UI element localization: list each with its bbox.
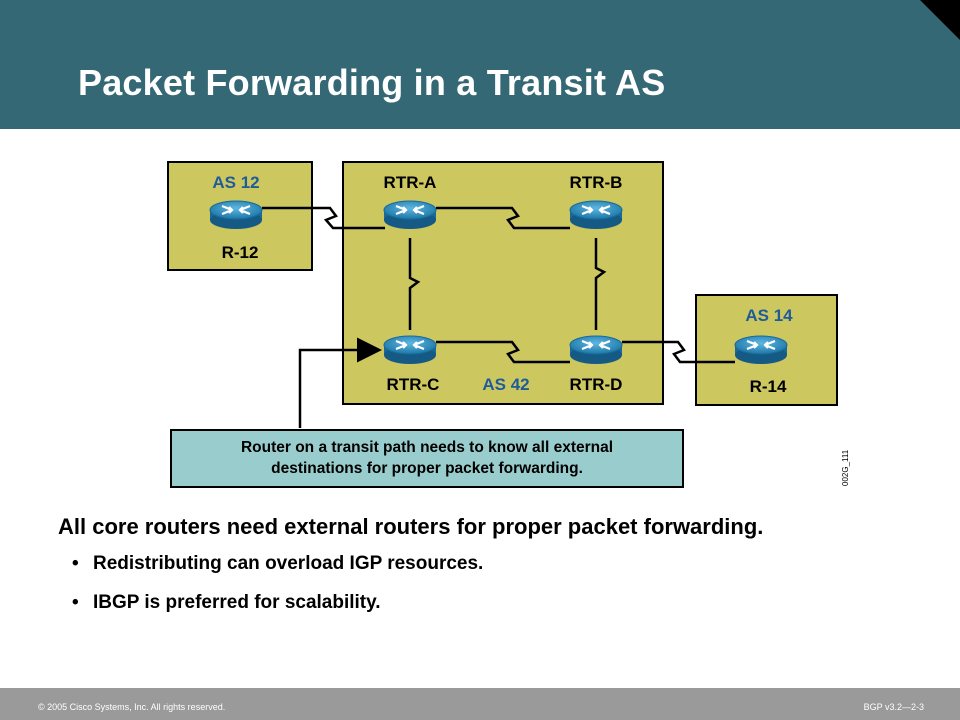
course-code: BGP v3.2—2-3 — [863, 702, 924, 712]
link-rtra-rtrb — [436, 206, 570, 230]
router-icon — [382, 334, 438, 366]
callout-line-1: Router on a transit path needs to know a… — [241, 439, 613, 456]
as12-box — [167, 161, 313, 271]
router-icon — [208, 199, 264, 231]
link-r12-rtra — [262, 206, 385, 230]
bullet-dot: • — [72, 553, 79, 574]
corner-decoration — [920, 0, 960, 40]
r14-label: R-14 — [750, 377, 787, 396]
title-bar: Packet Forwarding in a Transit AS — [0, 0, 960, 129]
bullet-dot: • — [72, 592, 79, 613]
router-icon — [568, 199, 624, 231]
router-icon — [568, 334, 624, 366]
link-rtra-rtrc — [408, 238, 421, 330]
as12-label: AS 12 — [212, 173, 259, 192]
router-icon — [733, 334, 789, 366]
link-rtrc-rtrd — [436, 340, 570, 364]
network-diagram: AS 12 R-12 RTR-A RTR-B RTR-C AS 42 RTR-D… — [167, 161, 850, 488]
rtrd-label: RTR-D — [570, 375, 623, 394]
callout-box — [170, 429, 684, 488]
figure-id: 002G_111 — [841, 449, 850, 486]
sub-bullet: • Redistributing can overload IGP resour… — [58, 552, 838, 576]
as42-box — [342, 161, 664, 405]
footer-bar: © 2005 Cisco Systems, Inc. All rights re… — [0, 688, 960, 720]
main-point: All core routers need external routers f… — [58, 514, 764, 539]
copyright-text: © 2005 Cisco Systems, Inc. All rights re… — [38, 702, 226, 712]
as42-label: AS 42 — [482, 375, 529, 394]
sub-bullet-text: Redistributing can overload IGP resource… — [93, 553, 484, 574]
rtra-label: RTR-A — [384, 173, 437, 192]
bullet-section: All core routers need external routers f… — [58, 512, 838, 630]
links — [262, 206, 735, 364]
sub-bullet-list: • Redistributing can overload IGP resour… — [58, 552, 838, 615]
callout-line-2: destinations for proper packet forwardin… — [271, 460, 583, 477]
link-rtrb-rtrd — [594, 238, 607, 330]
callout-arrow — [298, 337, 382, 428]
as14-label: AS 14 — [745, 306, 793, 325]
rtrc-label: RTR-C — [387, 375, 440, 394]
link-rtrd-r14 — [622, 340, 735, 364]
router-icon — [382, 199, 438, 231]
sub-bullet-text: IBGP is preferred for scalability. — [93, 592, 381, 613]
rtrb-label: RTR-B — [570, 173, 623, 192]
r12-label: R-12 — [222, 243, 259, 262]
slide-title: Packet Forwarding in a Transit AS — [78, 62, 666, 103]
sub-bullet: • IBGP is preferred for scalability. — [58, 591, 838, 615]
